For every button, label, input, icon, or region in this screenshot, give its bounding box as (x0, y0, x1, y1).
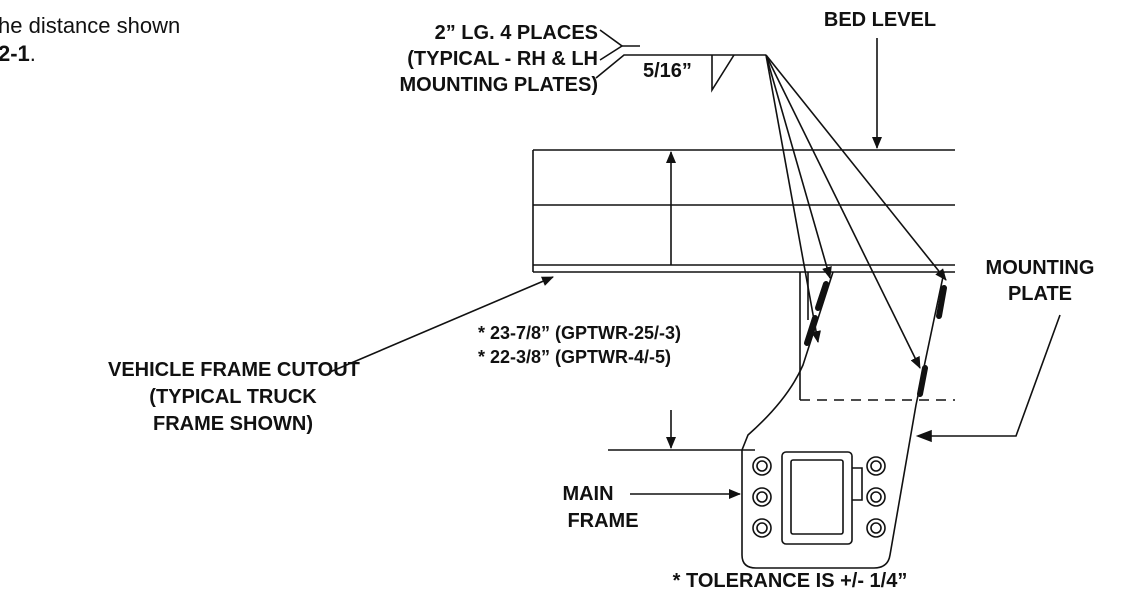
mounting-plate-outline (741, 271, 945, 569)
weld-length-label: 2” LG. 4 PLACES (434, 22, 598, 44)
main-frame-label-1: MAIN (562, 483, 614, 505)
receiver-tube-inner (790, 459, 844, 535)
dimension-gptwr-25-3: * 23-7/8” (GPTWR-25/-3) (478, 323, 682, 343)
mounting-plate-label-2: PLATE (1007, 283, 1073, 305)
bed-level-label: BED LEVEL (823, 9, 937, 31)
weld-size-label: 5/16” (643, 60, 692, 82)
vehicle-frame-cutout-label-1: VEHICLE FRAME CUTOUT (108, 359, 360, 381)
dimension-gptwr-4-5: * 22-3/8” (GPTWR-4/-5) (478, 347, 672, 367)
weld-note-line-1: (TYPICAL - RH & LH (407, 48, 598, 70)
mounting-plate-label-1: MOUNTING (985, 257, 1095, 279)
intro-line-2: 2-1. (0, 40, 180, 68)
intro-line-1: he distance shown (0, 13, 181, 38)
vehicle-frame-cutout-label-3: FRAME SHOWN) (153, 413, 313, 435)
vehicle-frame-cutout-label-2: (TYPICAL TRUCK (149, 386, 317, 408)
receiver-tube-outer (781, 451, 853, 545)
figure-reference: 2-1 (0, 41, 30, 66)
intro-period: . (29, 41, 36, 66)
weld-note-line-2: MOUNTING PLATES) (399, 74, 598, 96)
intro-text: he distance shown 2-1. (0, 12, 180, 68)
tolerance-note: * TOLERANCE IS +/- 1/4” (672, 570, 908, 592)
main-frame-label-2: FRAME (567, 510, 639, 532)
